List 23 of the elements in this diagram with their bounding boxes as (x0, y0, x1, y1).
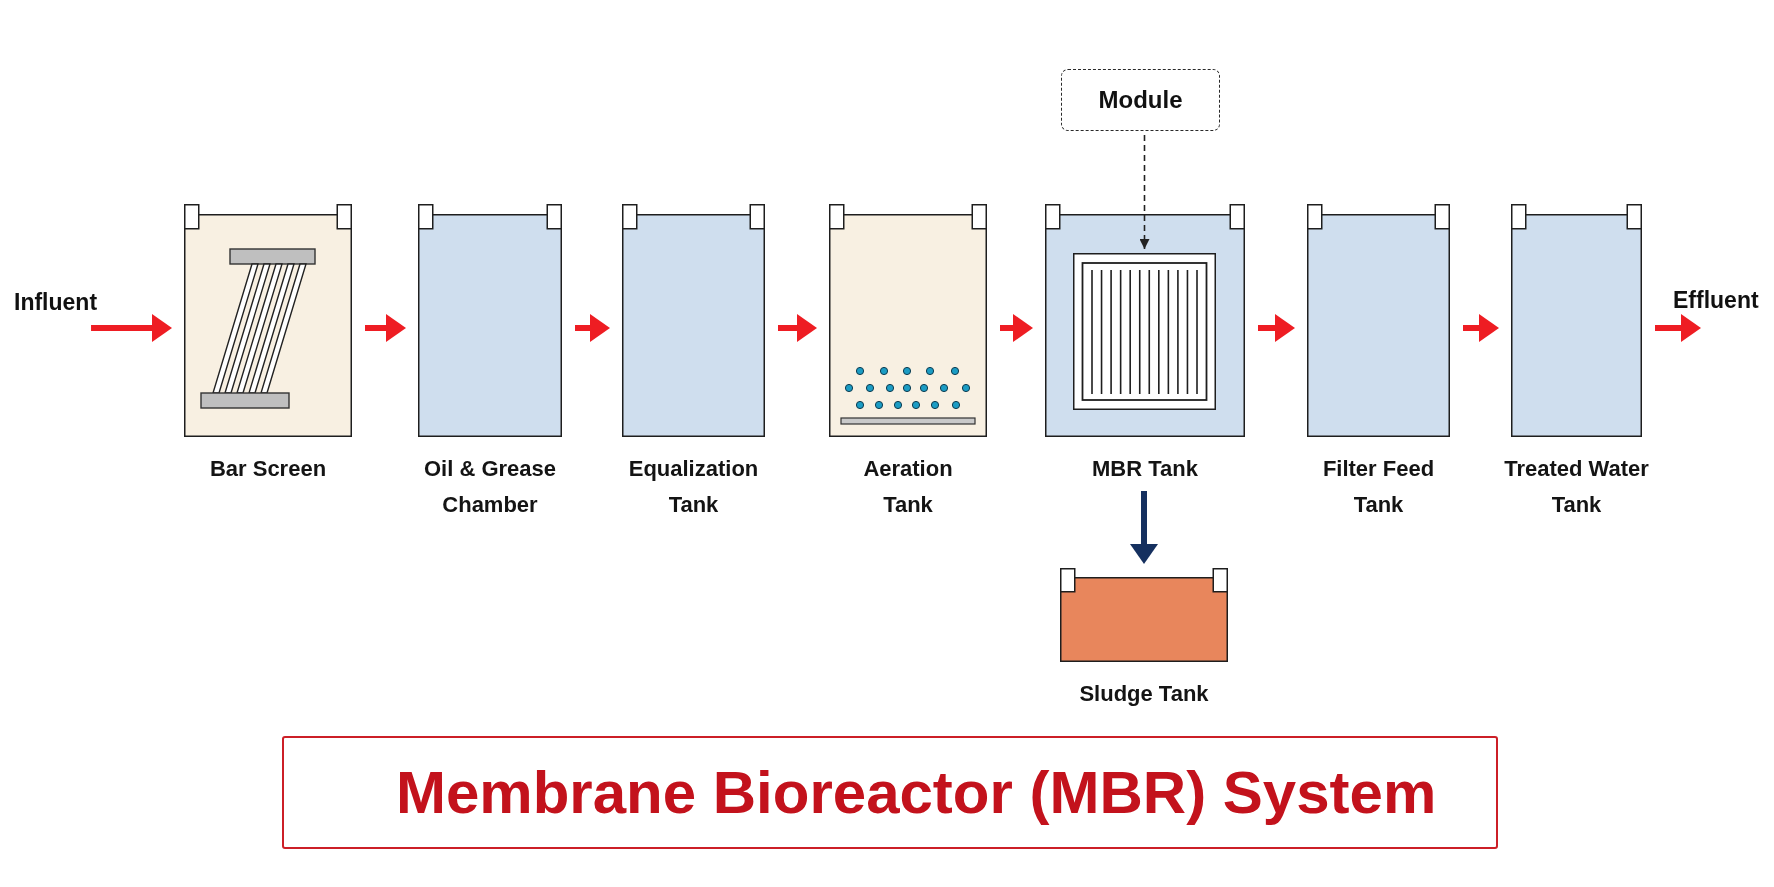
flow-label: Effluent (1673, 286, 1759, 314)
tank-label: MBR Tank (1092, 455, 1198, 483)
flow-arrow (91, 314, 172, 342)
flow-arrow (365, 314, 406, 342)
tank-label: Equalization Tank (627, 455, 760, 519)
leader-arrow (1139, 134, 1150, 250)
flow-arrow (1258, 314, 1295, 342)
diagram-title: Membrane Bioreactor (MBR) System (282, 736, 1498, 849)
tank-label: Oil & Grease Chamber (422, 455, 558, 519)
callout-box: Module (1061, 69, 1220, 131)
tank-label: Treated Water Tank (1503, 455, 1650, 519)
tank-label: Aeration Tank (862, 455, 954, 519)
flow-arrow (778, 314, 817, 342)
flow-arrow (1655, 314, 1701, 342)
tank-label: Filter Feed Tank (1321, 455, 1436, 519)
tank-label: Bar Screen (209, 455, 327, 483)
flow-arrow (575, 314, 610, 342)
flow-arrow (1000, 314, 1033, 342)
flow-label: Influent (14, 288, 98, 316)
membrane-module (1073, 253, 1216, 410)
flow-arrow (1130, 491, 1158, 564)
tank-label: Sludge Tank (1079, 680, 1209, 708)
flow-arrow (1463, 314, 1499, 342)
